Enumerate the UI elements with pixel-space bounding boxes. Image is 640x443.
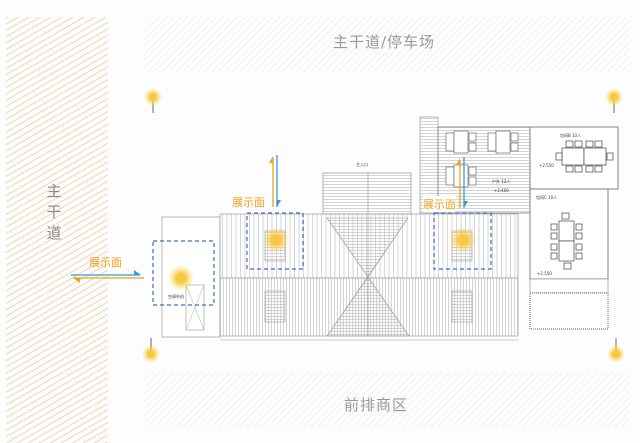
dining-hall: 户外 12人 +2.400 [437,126,531,214]
entrance-roof [322,172,412,337]
lamp-icon [144,88,162,106]
lamp-icon [607,345,625,363]
top-zone-label: 主干道/停车场 [333,33,436,51]
display-face-label-center: 展示面 [232,196,265,209]
private-room-b-elevation: +2.550 [539,163,554,168]
private-room-c: 包间C 10人 +2.550 [529,188,609,330]
spotlight-icon [450,227,476,253]
private-room-c-elevation: +2.550 [537,271,552,276]
hall-elevation: +2.400 [494,188,509,193]
lamp-icon [605,88,623,106]
main-entrance-label: 主入口 [356,161,368,167]
arrow-right [456,157,468,208]
display-zone-right [433,212,492,270]
lamp-icon [142,345,160,363]
arrow-left [71,270,144,283]
private-room-b: 包间B 10人 +2.550 [529,126,619,190]
ac-unit-label: 空调外机 [168,293,184,299]
private-room-c-label: 包间C 10人 [536,194,557,200]
spotlight-icon [168,265,194,291]
spotlight-icon [263,227,289,253]
display-face-label-left: 展示面 [89,256,122,269]
front-commercial-zone-hatch [145,372,630,426]
display-zone-center [246,212,304,270]
bottom-zone-label: 前排商区 [344,396,409,414]
main-road-left-hatch [6,17,108,443]
left-road-label: 主干道 [46,182,62,242]
arrow-center [269,155,281,207]
hall-label: 户外 12人 [492,178,510,184]
display-zones [152,212,492,306]
display-zone-left [152,240,215,306]
private-room-b-label: 包间B 10人 [560,132,581,138]
display-face-label-right: 展示面 [423,196,456,212]
parking-zone-hatch [145,17,630,71]
